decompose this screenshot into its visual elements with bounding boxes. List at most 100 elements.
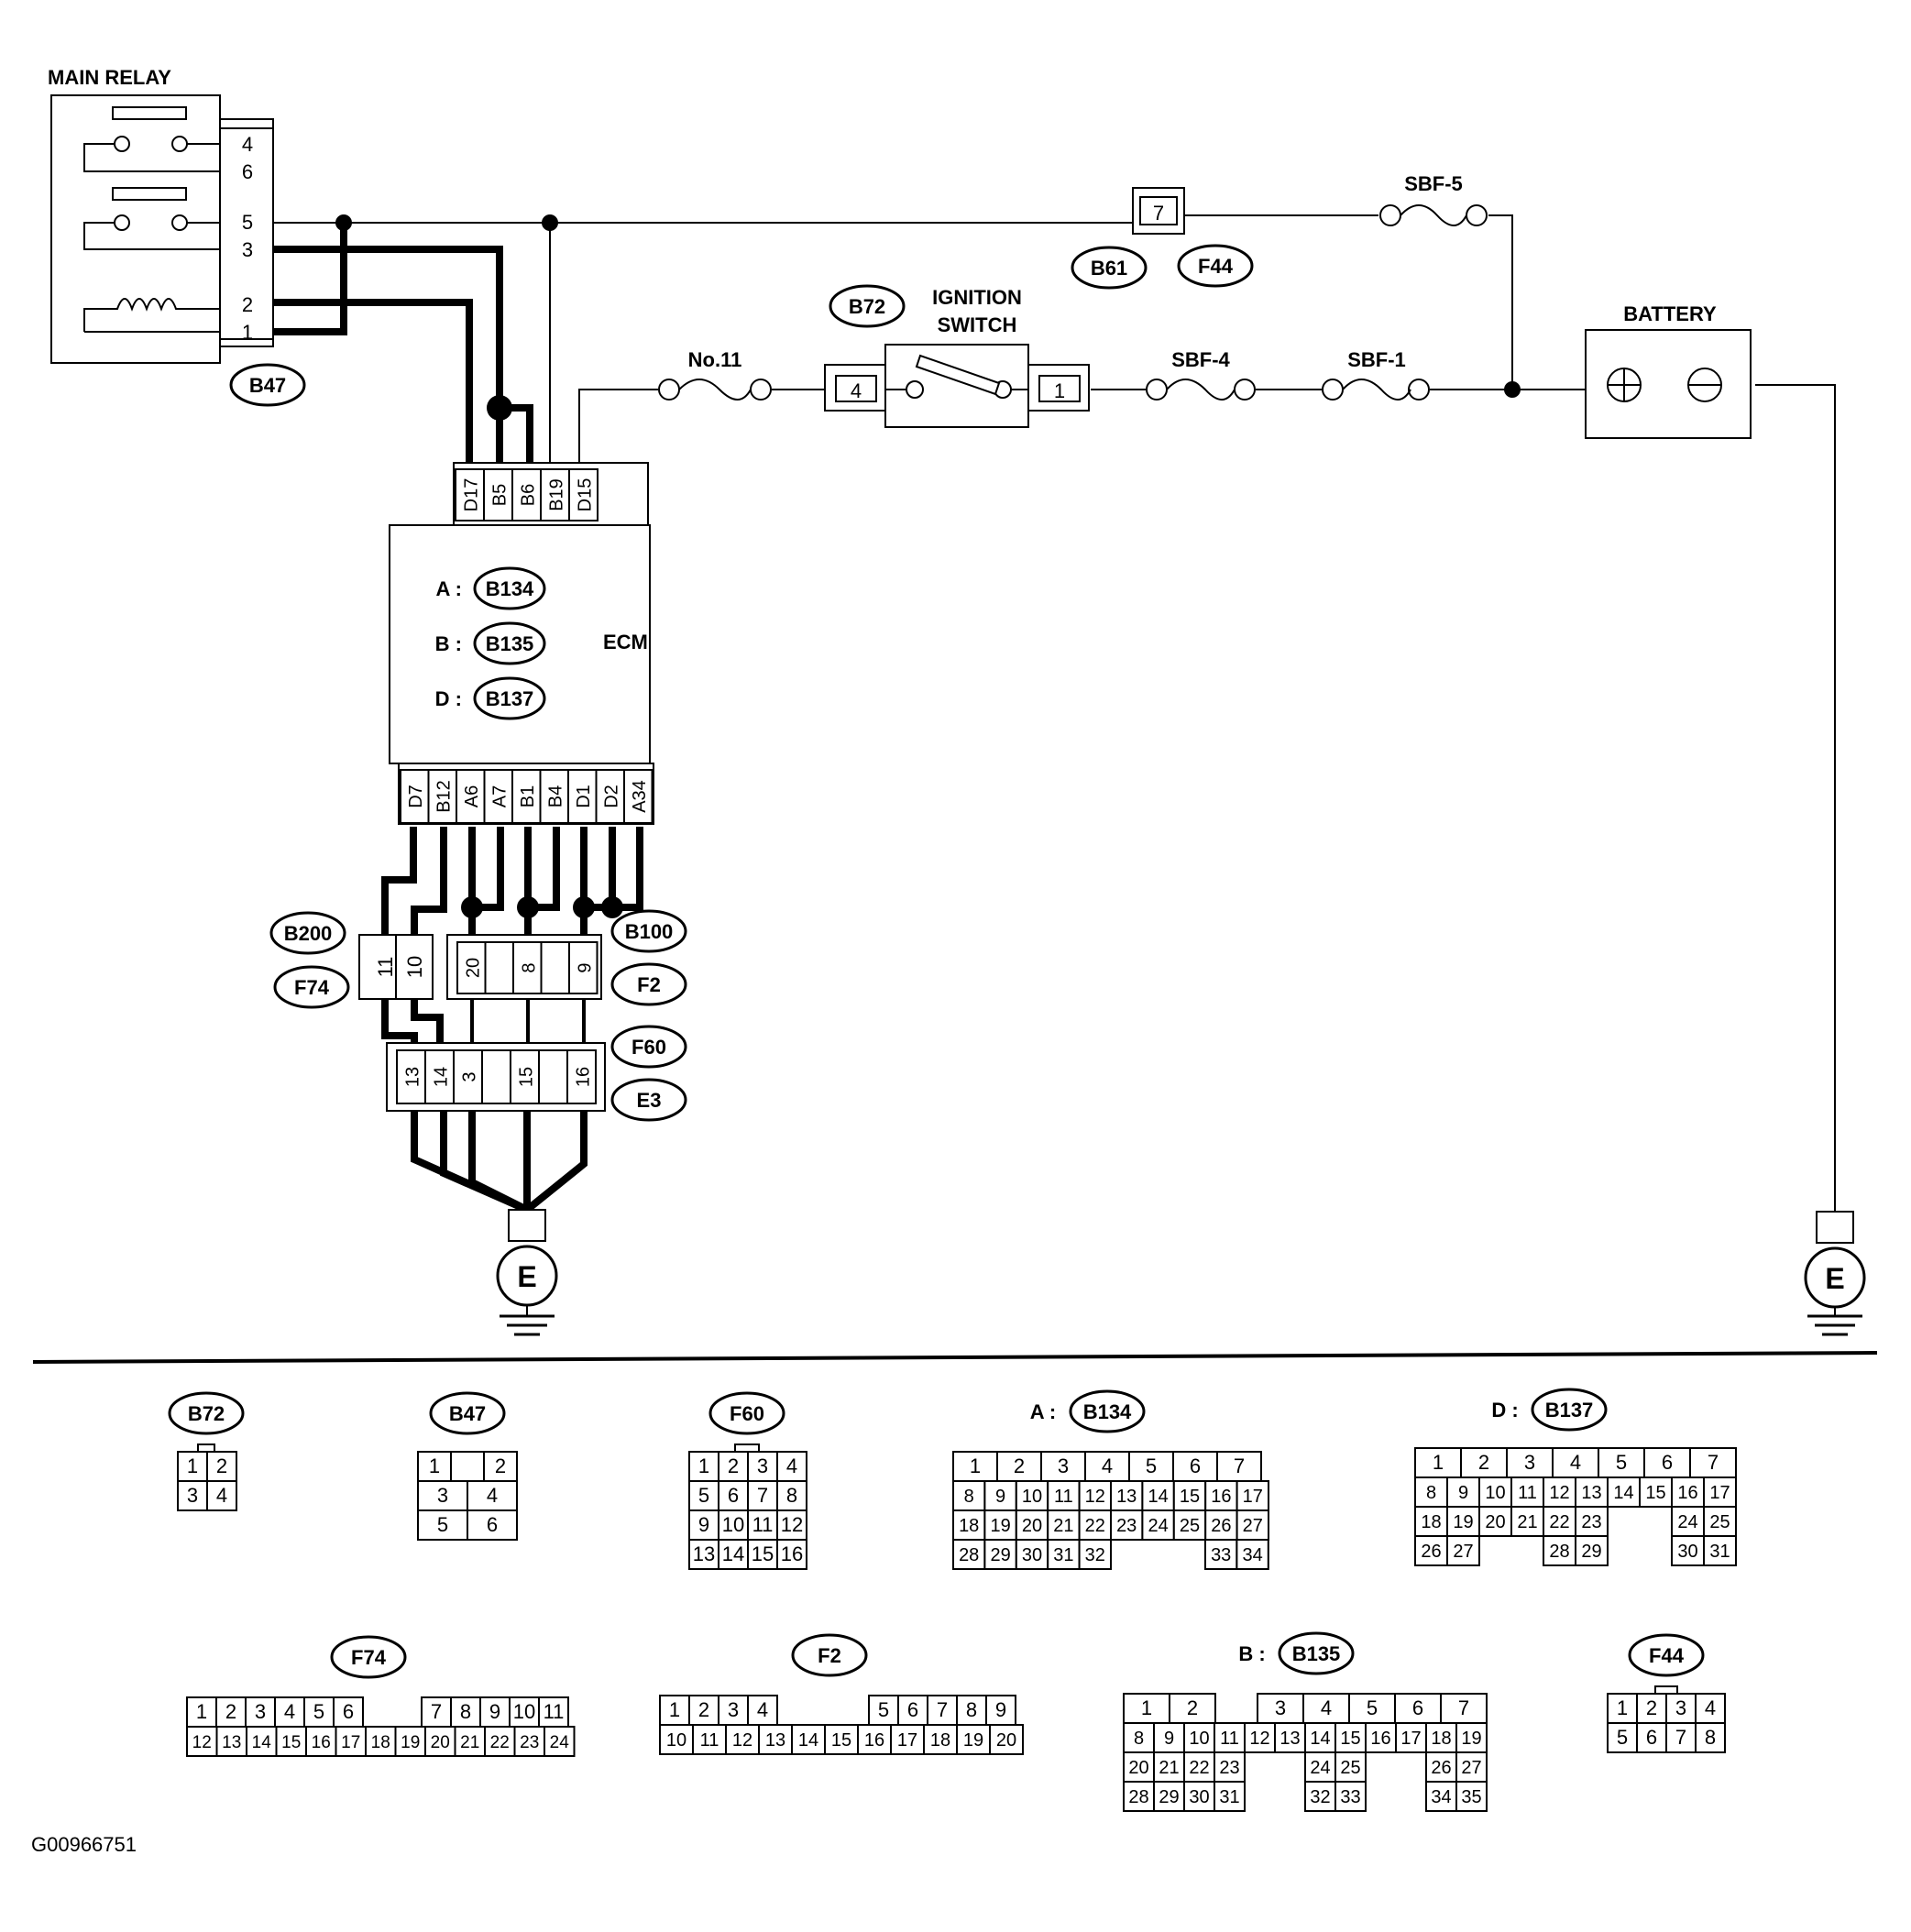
legend-b134-pin: 18 (959, 1516, 979, 1536)
legend-b135-pin: 8 (1134, 1729, 1144, 1749)
legend-b135-pin: 14 (1310, 1729, 1330, 1749)
legend-f2-pin: 18 (930, 1730, 950, 1751)
legend-b137-pin: 11 (1518, 1483, 1537, 1503)
legend-b135-pin: 34 (1431, 1787, 1451, 1807)
legend-f44-pin: 5 (1617, 1726, 1628, 1749)
legend-f60-pin: 2 (728, 1454, 739, 1477)
legend-b134-pin: 30 (1022, 1545, 1042, 1565)
legend-f74-pin: 14 (252, 1733, 272, 1752)
legend-b47-cell (417, 1480, 468, 1511)
legend-f44-pin: 3 (1675, 1696, 1686, 1719)
legend-f2-pin: 7 (937, 1698, 948, 1721)
legend-b137-pin: 1 (1433, 1451, 1444, 1474)
legend-b137-cell (1446, 1535, 1480, 1566)
f74-tag-oval (273, 965, 350, 1009)
legend-f74-pin: 2 (225, 1700, 236, 1723)
f60-pin-cell (538, 1049, 568, 1104)
legend-f74-cell (544, 1726, 576, 1757)
legend-b135-pin: 28 (1128, 1787, 1148, 1807)
legend-b135-cell (1274, 1722, 1306, 1753)
f60-pin: 14 (432, 1067, 452, 1087)
legend-f2-cell (923, 1724, 958, 1755)
legend-b47-oval (429, 1391, 506, 1435)
ecm-pin-cell (568, 468, 599, 521)
legend-f44-cell (1607, 1693, 1638, 1724)
legend-b135-cell (1365, 1722, 1397, 1753)
legend-b134-pin: 5 (1146, 1454, 1157, 1477)
relay-pin: 3 (242, 238, 253, 261)
legend-b72-pin: 3 (187, 1484, 198, 1507)
b100-pin: 20 (463, 958, 483, 978)
legend-f74-cell (305, 1726, 337, 1757)
f60-tag-oval (610, 1025, 687, 1069)
legend-f74-title: F74 (351, 1646, 387, 1669)
legend-b137-pin: 30 (1677, 1542, 1697, 1562)
legend-b137-pin: 15 (1645, 1483, 1665, 1503)
legend-f44-cell (1636, 1722, 1667, 1753)
legend-b134-pin: 22 (1085, 1516, 1105, 1536)
legend-f2-pin: 20 (996, 1730, 1016, 1751)
legend-f60-pin: 10 (722, 1513, 744, 1536)
legend-b137-pin: 6 (1662, 1451, 1673, 1474)
legend-b135-cell (1214, 1781, 1246, 1812)
legend-b134-cell (1078, 1480, 1112, 1511)
legend-b137-pin: 16 (1677, 1483, 1697, 1503)
legend-b134-pin: 29 (990, 1545, 1010, 1565)
legend-b134-oval (1069, 1389, 1146, 1433)
legend-b137-cell (1510, 1476, 1544, 1508)
ecm-top-pin: D17 (462, 478, 482, 512)
legend-b135-pin: 30 (1189, 1787, 1209, 1807)
f60-pin-cell (453, 1049, 483, 1104)
ecm-top-pin: D15 (576, 478, 596, 512)
legend-f44-pin: 4 (1705, 1696, 1716, 1719)
b200-pin: 11 (374, 957, 397, 978)
legend-f44-key (1654, 1685, 1678, 1695)
legend-b137-letter: D : (1491, 1399, 1518, 1422)
legend-f74-pin: 22 (490, 1733, 510, 1752)
legend-b135-pin: 5 (1367, 1696, 1378, 1719)
legend-b134-title: B134 (1083, 1400, 1132, 1423)
legend-b137-pin: 25 (1709, 1512, 1730, 1532)
legend-b134-pin: 7 (1234, 1454, 1245, 1477)
legend-b135-pin: 22 (1189, 1758, 1209, 1778)
f60-tag: F60 (632, 1036, 666, 1059)
legend-b72-oval (168, 1391, 245, 1435)
legend-f60-pin: 6 (728, 1484, 739, 1507)
legend-b137-cell (1639, 1476, 1673, 1508)
legend-f74-pin: 17 (341, 1733, 360, 1752)
legend-f60-pin: 11 (752, 1513, 774, 1536)
legend-f74-pin: 19 (401, 1733, 420, 1752)
b100-pin-cell (568, 941, 599, 994)
legend-b137-cell (1414, 1535, 1448, 1566)
legend-b137-pin: 22 (1549, 1512, 1569, 1532)
legend-b137-cell (1552, 1447, 1599, 1478)
legend-f74-pin: 6 (343, 1700, 354, 1723)
legend-f2-pin: 9 (995, 1698, 1006, 1721)
legend-f2-pin: 15 (831, 1730, 851, 1751)
legend-f2-cell (857, 1724, 892, 1755)
b61-tag: B61 (1091, 257, 1127, 280)
legend-f44-title: F44 (1649, 1644, 1685, 1667)
legend-b135-cell (1425, 1781, 1457, 1812)
e3-tag: E3 (637, 1089, 662, 1112)
legend-f2-pin: 5 (878, 1698, 889, 1721)
legend-f74-pin: 10 (513, 1700, 535, 1723)
legend-f74-cell (333, 1696, 364, 1728)
divider (32, 1351, 1878, 1364)
legend-b135-pin: 24 (1310, 1758, 1330, 1778)
legend-b134-cell (1047, 1539, 1081, 1570)
legend-b135-pin: 2 (1187, 1696, 1198, 1719)
legend-b135-pin: 17 (1400, 1729, 1421, 1749)
thin-wires (273, 214, 1836, 1212)
legend-b47-cell (417, 1451, 452, 1482)
f60-pin-cell (566, 1049, 597, 1104)
legend-f74-cell (479, 1696, 511, 1728)
legend-b134-pin: 28 (959, 1545, 979, 1565)
f60-pin: 16 (574, 1067, 594, 1087)
relay-pin: 4 (242, 133, 253, 156)
legend-b135-cell (1455, 1722, 1488, 1753)
f44-tag: F44 (1198, 255, 1234, 278)
ecm-label: ECM (603, 631, 648, 653)
